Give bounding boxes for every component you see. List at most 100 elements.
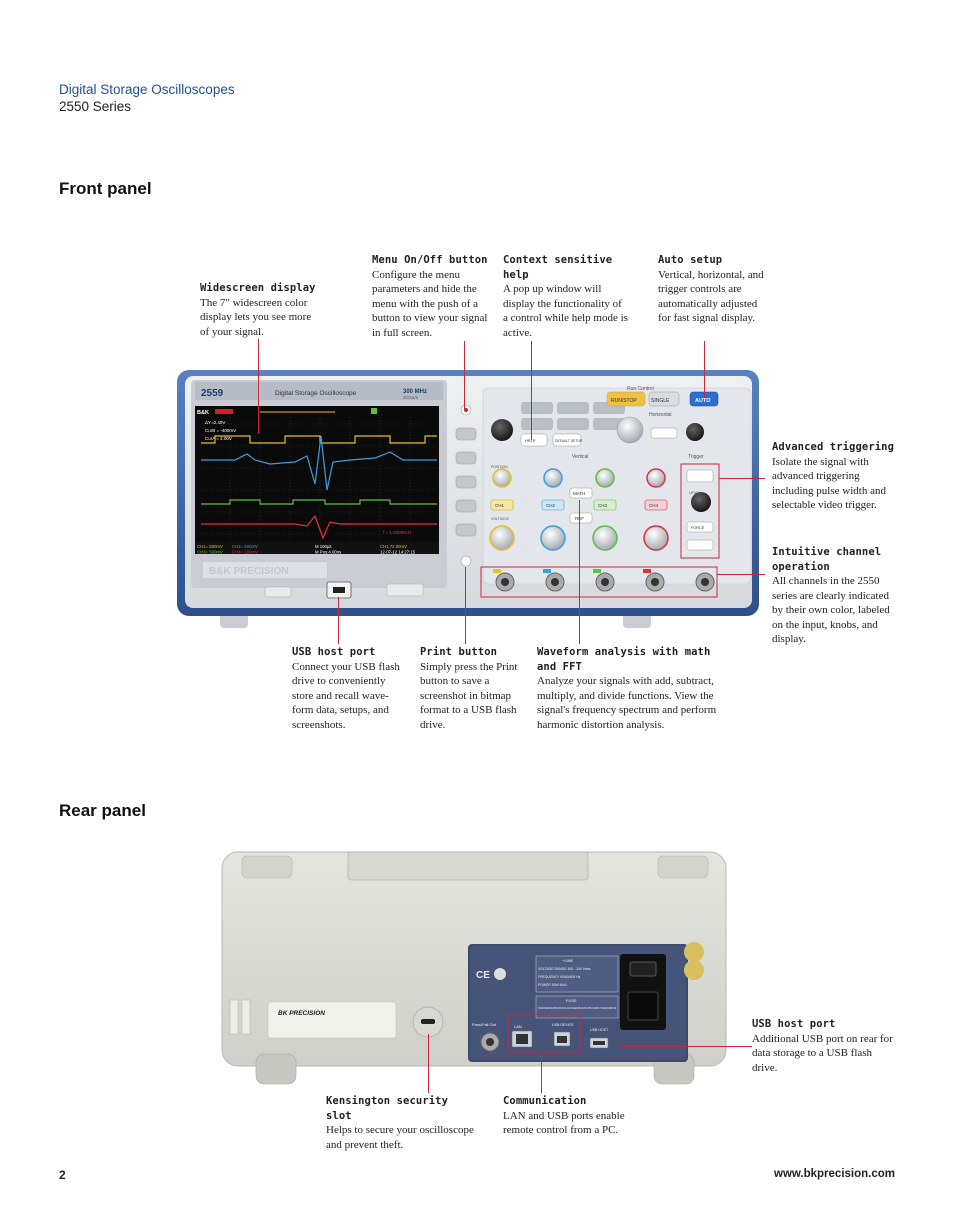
leader-help [531,341,532,440]
callout-print: Print button Simply press the Print butt… [420,645,526,732]
single-label: SINGLE [651,398,670,404]
leader-kensington [428,1034,429,1093]
leader-communication [541,1052,542,1093]
leader-math [579,500,580,644]
callout-title: Context sensitive help [503,254,613,281]
rear-brand-label: BK PRECISION [278,1010,325,1017]
lcd-ch4-scale: CH4= 200mV [232,550,258,555]
math-button-label: MATH [573,491,585,496]
force-label: FORCE [691,526,705,530]
rear-fuse-text: FOR CONTINUED FIRE PROTECTION AT ALL LIN… [538,1007,616,1010]
callout-trigger: Advanced triggering Isolate the signal w… [772,440,896,513]
ch1-button-label: CH1 [495,503,504,508]
lcd-position: M Pos:4.00ns [315,550,341,555]
leader-usb-front [338,597,339,644]
leader-usb-rear [620,1046,752,1047]
bandwidth-label: 300 MHz [403,389,427,395]
callout-title: USB host port [752,1018,836,1030]
lcd-frequency: f = 1.0000KHz [383,530,412,535]
rear-usb-device-label: USB DEVICE [552,1023,574,1027]
rear-panel-heading: Rear panel [59,801,146,820]
callout-text: The 7" widescreen color display lets you… [200,296,312,338]
front-panel-heading: Front panel [59,179,152,198]
auto-button-label: AUTO [695,398,711,404]
callout-text: Connect your USB flash drive to convenie… [292,660,400,731]
lcd-logo: B&K [197,410,209,416]
rear-oscilloscope-image: BK PRECISION CE ~LINE VOLTAGE RANGE 100 … [221,851,727,1085]
run-control-label: Run Control [627,386,654,392]
callout-text: Configure the menu parameters and hide t… [372,268,488,339]
front-oscilloscope-image: 2559 Digital Storage Oscilloscope 300 MH… [177,370,759,628]
callout-text: Additional USB port on rear for data sto… [752,1032,893,1074]
ch4-button-label: CH4 [649,503,658,508]
rear-frequency-label: FREQUENCY 50/60/400 Hz [538,975,581,979]
level-label: LEVEL [689,491,701,495]
callout-title: Auto setup [658,254,723,266]
series-subtitle: 2550 Series [59,99,132,114]
svg-text:CE: CE [476,970,490,981]
position-label: POSITION [491,465,508,469]
callout-text: A pop up window will display the functio… [503,283,628,339]
lcd-measure-1: ΔY=2.40V [205,420,225,425]
footer-url[interactable]: www.bkprecision.com [774,1168,895,1180]
callout-title: Advanced triggering [772,441,895,453]
default-button-label: DEFAULT SETUP [555,439,583,443]
callout-title: Kensington security slot [326,1095,449,1122]
callout-text: All channels in the 2550 series are clea… [772,575,890,645]
leader-auto [704,341,705,397]
model-label: 2559 [201,388,224,399]
leader-print [465,567,466,644]
lcd-measure-3: CurA = 2.00V [205,436,232,441]
callout-text: Helps to secure your oscilloscope and pr… [326,1124,474,1151]
callout-title: Widescreen display [200,282,316,294]
callout-kensington: Kensington security slot Helps to secure… [326,1094,476,1152]
series-title: Digital Storage Oscilloscopes [59,82,235,97]
leader-channel [717,574,765,575]
callout-title: Communication [503,1095,587,1107]
callout-title: Waveform analysis with math and FFT [537,646,711,673]
callout-title: USB host port [292,646,376,658]
lcd-ch2-scale: CH2= 500mV [232,544,258,549]
callout-channel: Intuitive channel operation All channels… [772,545,896,647]
leader-widescreen [258,339,259,434]
run-stop-label: RUN/STOP [611,398,637,404]
callout-text: Vertical, horizontal, and trigger contro… [658,268,764,325]
callout-usb-front: USB host port Connect your USB flash dri… [292,645,408,732]
device-name-label: Digital Storage Oscilloscope [275,390,357,397]
lcd-timebase: M 100μs [315,544,332,549]
lcd-measure-2: CurB = -400mV [205,428,236,433]
sample-rate-label: 2GSa/s [403,395,419,400]
callout-help: Context sensitive help A pop up window w… [503,253,629,340]
ch2-button-label: CH2 [546,503,555,508]
rear-voltage-label: VOLTAGE RANGE 100 - 240 Vrms [538,967,591,971]
callout-text: Simply press the Print button to save a … [420,660,518,731]
callout-auto: Auto setup Vertical, horizontal, and tri… [658,253,766,326]
callout-title: Print button [420,646,498,658]
rear-line-label: ~LINE [562,958,574,963]
horizontal-label: Horizontal [649,412,672,418]
ch3-button-label: CH3 [598,503,607,508]
leader-trigger [719,478,765,479]
help-button-label: HELP [525,438,536,443]
callout-usb-rear: USB host port Additional USB port on rea… [752,1017,900,1075]
callout-text: Isolate the signal with advanced trigger… [772,455,886,512]
lcd-date: 12-07-12 14:27:15 [380,550,416,555]
lcd-trigger-readout: CH1 72.00mV [380,544,407,549]
leader-menu [464,341,465,409]
callout-title: Menu On/Off button [372,254,488,266]
callout-communication: Communication LAN and USB ports enable r… [503,1094,643,1138]
callout-text: Analyze your signals with add, subtract,… [537,675,717,731]
lcd-ch3-scale: CH3= 500mV [197,550,223,555]
brand-label: B&K PRECISION [209,566,288,577]
rear-lan-label: LAN [514,1024,522,1029]
trigger-label: Trigger [688,454,704,460]
callout-text: LAN and USB ports enable remote control … [503,1109,625,1137]
callout-widescreen: Widescreen display The 7" widescreen col… [200,281,320,339]
vertical-label: Vertical [572,454,588,460]
callout-menu: Menu On/Off button Configure the menu pa… [372,253,494,340]
rear-passfail-label: Pass/Fail Out [472,1022,497,1027]
volts-div-label: VOLTS/DIV [491,517,510,521]
page-number: 2 [59,1168,66,1182]
callout-math: Waveform analysis with math and FFT Anal… [537,645,727,732]
rear-fuse-label: FUSE [566,998,577,1003]
